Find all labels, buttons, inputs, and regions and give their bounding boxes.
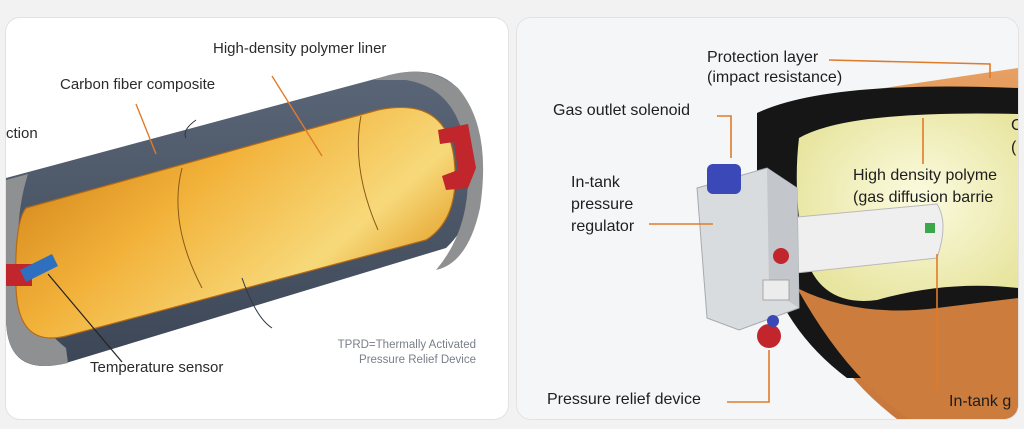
pressure-relief-device-icon xyxy=(757,324,781,348)
leader-carbon xyxy=(135,103,157,155)
leader-temperature-sensor xyxy=(47,273,123,363)
lower-protection-band xyxy=(797,288,1018,419)
leader-protection xyxy=(828,59,991,78)
polymer-liner xyxy=(15,106,456,339)
tprd-valve xyxy=(438,124,476,190)
label-edge-paren: ( xyxy=(1011,139,1017,156)
liner-seam-1 xyxy=(177,167,203,289)
leader-prd xyxy=(727,350,770,403)
gas-outlet-solenoid-icon xyxy=(707,164,741,194)
label-regulator-line3: regulator xyxy=(571,218,635,235)
label-protection-line2: (impact resistance) xyxy=(707,69,843,86)
tank-valve-cutaway-illustration xyxy=(517,18,1018,419)
tprd-note-line1: TPRD=Thermally Activated xyxy=(337,339,476,351)
label-pressure-relief-device: Pressure relief device xyxy=(547,391,701,408)
label-protection-line1: Protection layer xyxy=(707,49,819,66)
label-regulator-line1: In-tank xyxy=(571,174,620,191)
label-edge-c: C xyxy=(1011,117,1018,134)
label-protection-partial: ction xyxy=(6,125,38,142)
valve-block-side xyxy=(767,168,799,308)
blue-fitting xyxy=(767,315,779,327)
in-tank-sensor-tip xyxy=(925,223,935,233)
shell-seam-top xyxy=(184,119,197,139)
liner-seam-2 xyxy=(357,115,379,231)
tprd-note-line2: Pressure Relief Device xyxy=(359,354,476,366)
label-hd-polymer-line1: High density polyme xyxy=(853,167,998,184)
right-diagram-card[interactable]: Protection layer (impact resistance) Gas… xyxy=(517,18,1018,419)
leader-gas-outlet xyxy=(717,115,732,158)
left-diagram-card[interactable]: High-density polymer liner Carbon fiber … xyxy=(6,18,508,419)
label-carbon-fiber: Carbon fiber composite xyxy=(60,76,216,93)
label-in-tank-partial: In-tank g xyxy=(949,393,1012,410)
temperature-sensor-probe xyxy=(20,254,58,282)
label-hd-polymer-line2: (gas diffusion barrie xyxy=(853,189,994,206)
valve-label-plate xyxy=(762,279,790,301)
shell-seam-bottom xyxy=(241,277,273,329)
red-fitting-1 xyxy=(773,248,789,264)
label-regulator-line2: pressure xyxy=(571,196,634,213)
hydrogen-tank-cutaway-illustration xyxy=(6,71,484,367)
label-temperature-sensor: Temperature sensor xyxy=(90,359,224,376)
tprd-note: TPRD=Thermally Activated Pressure Relief… xyxy=(338,338,476,368)
leader-liner xyxy=(271,75,323,157)
label-polymer-liner: High-density polymer liner xyxy=(213,40,387,57)
label-gas-outlet-solenoid: Gas outlet solenoid xyxy=(553,102,690,119)
